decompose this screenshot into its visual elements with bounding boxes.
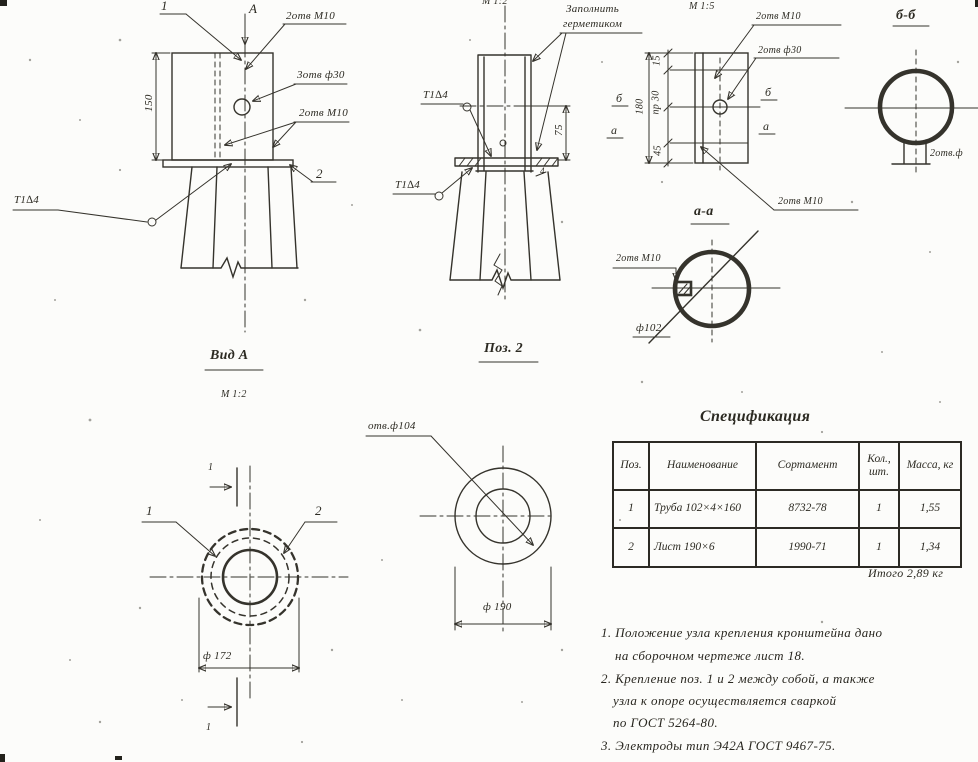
note-3: 3. Электроды тип Э42А ГОСТ 9467-75. — [601, 738, 836, 753]
section-bb-title: б-б — [896, 8, 916, 23]
view-a-linework — [141, 369, 349, 727]
side-section-mark-a-right: а — [763, 119, 770, 133]
spec-row1-qty: 1 — [860, 491, 900, 529]
side-section-mark-a-left: а — [611, 123, 618, 137]
pos2-title: Поз. 2 — [484, 341, 523, 356]
section-aa-hole-label: 2отв М10 — [616, 253, 661, 264]
spec-row2-name: Лист 190×6 — [650, 529, 757, 566]
section-view-scale: М 1:2 — [482, 0, 508, 7]
section-dim-75: 75 — [553, 124, 565, 136]
spec-row2-sortament: 1990-71 — [757, 529, 860, 566]
side-holes-top-label: 2отв М10 — [756, 11, 801, 22]
spec-header-name: Наименование — [650, 443, 757, 491]
note-2-line1: 2. Крепление поз. 1 и 2 между собой, а т… — [601, 671, 875, 686]
section-aa-title: а-а — [694, 204, 714, 219]
spec-table-title: Спецификация — [700, 408, 811, 425]
spec-row1-mass: 1,55 — [900, 491, 960, 529]
side-dim-pr30: пр 30 — [650, 90, 662, 115]
pos2-hole-label: отв.ф104 — [368, 420, 416, 432]
front-weld-mark: Т1∆4 — [14, 194, 40, 206]
note-2-line3: по ГОСТ 5264-80. — [613, 715, 718, 730]
front-holes-top-label: 2отв М10 — [286, 10, 336, 22]
spec-header-pos: Поз. — [614, 443, 650, 491]
note-1-line2: на сборочном чертеже лист 18. — [615, 648, 806, 663]
side-view-linework — [606, 24, 859, 211]
side-dim-15: 15 — [651, 55, 663, 66]
side-section-mark-b-right: б — [765, 85, 772, 99]
spec-row2-qty: 1 — [860, 529, 900, 566]
view-a-scale: М 1:2 — [221, 389, 247, 400]
spec-table: Поз. Наименование Сортамент Кол., шт. Ма… — [612, 441, 962, 568]
spec-header-sortament: Сортамент — [757, 443, 860, 491]
section-bb-hole-label: 2отв.ф — [930, 148, 963, 159]
view-a-section-mark-bottom: 1 — [206, 722, 212, 733]
view-a-section-mark-top: 1 — [208, 462, 214, 473]
spec-header-mass: Масса, кг — [900, 443, 960, 491]
spec-total: Итого 2,89 кг — [868, 566, 944, 580]
section-aa-dim-label: ф102 — [636, 322, 662, 334]
front-holes-bot-label: 2отв М10 — [299, 107, 349, 119]
front-callout-1: 1 — [161, 0, 168, 13]
side-holes-bot-label: 2отв М10 — [778, 196, 823, 207]
view-a-callout-2: 2 — [315, 503, 322, 518]
section-weld-mark-lower: Т1∆4 — [395, 179, 421, 191]
view-a-arrow-label: А — [249, 1, 258, 16]
section-view-linework — [392, 5, 643, 301]
section-dim-4: 4 — [540, 166, 545, 176]
side-section-mark-b-left: б — [616, 91, 623, 105]
spec-row2-pos: 2 — [614, 529, 650, 566]
pos2-linework — [365, 361, 551, 635]
sealant-note-line1: Заполнить — [566, 3, 620, 15]
sealant-note-line2: герметиком — [563, 18, 623, 30]
spec-row1-sortament: 8732-78 — [757, 491, 860, 529]
front-holes-mid-label: 3отв ф30 — [297, 69, 345, 81]
view-a-title: Вид А — [210, 348, 249, 363]
spec-row2-mass: 1,34 — [919, 540, 941, 553]
side-holes-mid-label: 2отв ф30 — [758, 45, 802, 56]
front-view-linework — [12, 13, 350, 333]
note-1-line1: 1. Положение узла крепления кронштейна д… — [601, 625, 883, 640]
spec-header-qty: Кол., шт. — [860, 443, 900, 491]
pos2-dim-label: ф 190 — [483, 601, 512, 613]
section-aa-linework — [612, 223, 781, 344]
side-view-scale: М 1:5 — [689, 1, 715, 12]
side-dim-180: 180 — [634, 98, 646, 115]
front-callout-2: 2 — [316, 166, 323, 181]
view-a-dim-label: ф 172 — [203, 650, 232, 662]
spec-row1-pos: 1 — [614, 491, 650, 529]
paper-speckles — [28, 38, 960, 744]
front-dim-150: 150 — [143, 94, 155, 112]
note-2-line2: узла к опоре осуществляется сваркой — [613, 693, 837, 708]
side-dim-45: 45 — [652, 145, 664, 156]
section-bb-linework — [844, 25, 978, 173]
spec-row1-name: Труба 102×4×160 — [650, 491, 757, 529]
section-weld-mark-upper: Т1∆4 — [423, 89, 449, 101]
view-a-callout-1: 1 — [146, 503, 153, 518]
